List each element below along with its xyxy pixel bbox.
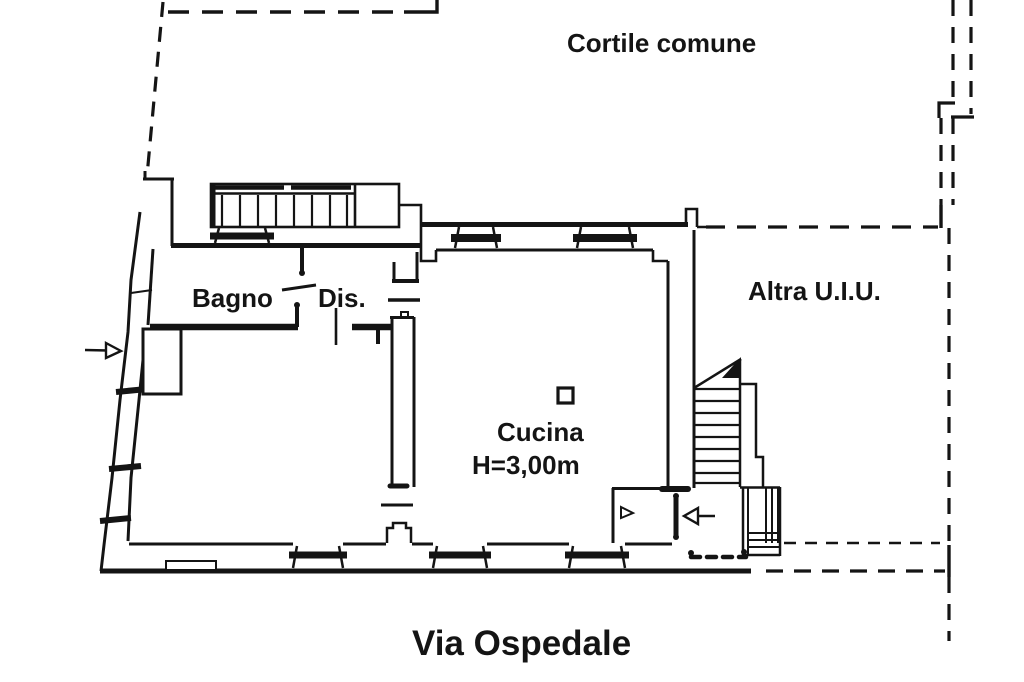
boundary-dash-left-diagonal bbox=[145, 1, 165, 177]
label-other-unit: Altra U.I.U. bbox=[748, 276, 881, 306]
side-entrance-arrow-icon bbox=[104, 341, 124, 360]
corner-pilaster bbox=[141, 327, 183, 396]
label-street: Via Ospedale bbox=[412, 624, 631, 663]
partition-base-stub bbox=[385, 521, 413, 543]
side-stair-cut-line bbox=[693, 357, 742, 390]
label-hall: Dis. bbox=[318, 283, 366, 313]
property-boundary-lines bbox=[145, 0, 974, 641]
west-wall-outer bbox=[99, 211, 142, 572]
boundary-step-1 bbox=[937, 101, 955, 118]
bath-door-leaf bbox=[281, 283, 317, 292]
label-kitchen: Cucina bbox=[497, 417, 584, 447]
labels: Cortile comune Altra U.I.U. Bagno Dis. C… bbox=[192, 28, 881, 663]
stair-landing-step bbox=[399, 203, 423, 248]
closet-door-tick-icon bbox=[620, 505, 636, 520]
courtyard-staircase bbox=[209, 182, 401, 229]
north-wall-jog-right bbox=[651, 250, 668, 263]
label-kitchen-height: H=3,00m bbox=[472, 450, 580, 480]
windows bbox=[210, 226, 637, 569]
stair-treads bbox=[220, 195, 349, 226]
side-stair-treads bbox=[695, 387, 739, 485]
threshold-cap-left bbox=[688, 550, 694, 556]
side-staircase bbox=[693, 357, 765, 488]
fixtures bbox=[141, 327, 575, 405]
side-entrance-arrow-tail bbox=[84, 348, 109, 352]
hall-kitchen-stub bbox=[392, 252, 419, 282]
west-wall-inner-bath bbox=[146, 248, 155, 326]
exterior-walls bbox=[99, 171, 751, 574]
jamb-cap-bottom bbox=[673, 534, 679, 540]
closet-walls bbox=[611, 487, 663, 543]
side-stair-enclosure bbox=[741, 382, 765, 488]
label-bathroom: Bagno bbox=[192, 283, 273, 313]
side-stair-direction-mark bbox=[722, 357, 741, 378]
jamb-cap-top bbox=[673, 493, 679, 499]
entrance-steps-outline bbox=[740, 486, 782, 557]
access-arrows bbox=[84, 341, 715, 527]
south-wall-threshold-step bbox=[165, 560, 217, 571]
adjacent-building-corner bbox=[404, 0, 439, 14]
label-courtyard: Cortile comune bbox=[567, 28, 756, 58]
north-wall-jog-left bbox=[419, 248, 438, 263]
bath-hall-partition-cap bbox=[299, 270, 305, 276]
interior-partitions bbox=[150, 246, 420, 543]
entrance-arrow-icon bbox=[681, 505, 700, 527]
room-kitchen-partition bbox=[390, 316, 416, 487]
kitchen-flue-symbol bbox=[556, 386, 575, 405]
west-window-band-2 bbox=[108, 463, 142, 472]
west-window-division-1 bbox=[130, 289, 153, 294]
west-window-band-3 bbox=[99, 515, 132, 524]
entrance-steps-treads bbox=[748, 532, 780, 548]
annex-wall-top-left bbox=[143, 171, 174, 246]
entrance-area bbox=[611, 486, 782, 560]
entrance-steps-risers bbox=[747, 487, 779, 556]
bath-door-hinge bbox=[294, 302, 300, 308]
party-wall-stub bbox=[684, 207, 706, 229]
partition-top-notch bbox=[400, 311, 409, 317]
